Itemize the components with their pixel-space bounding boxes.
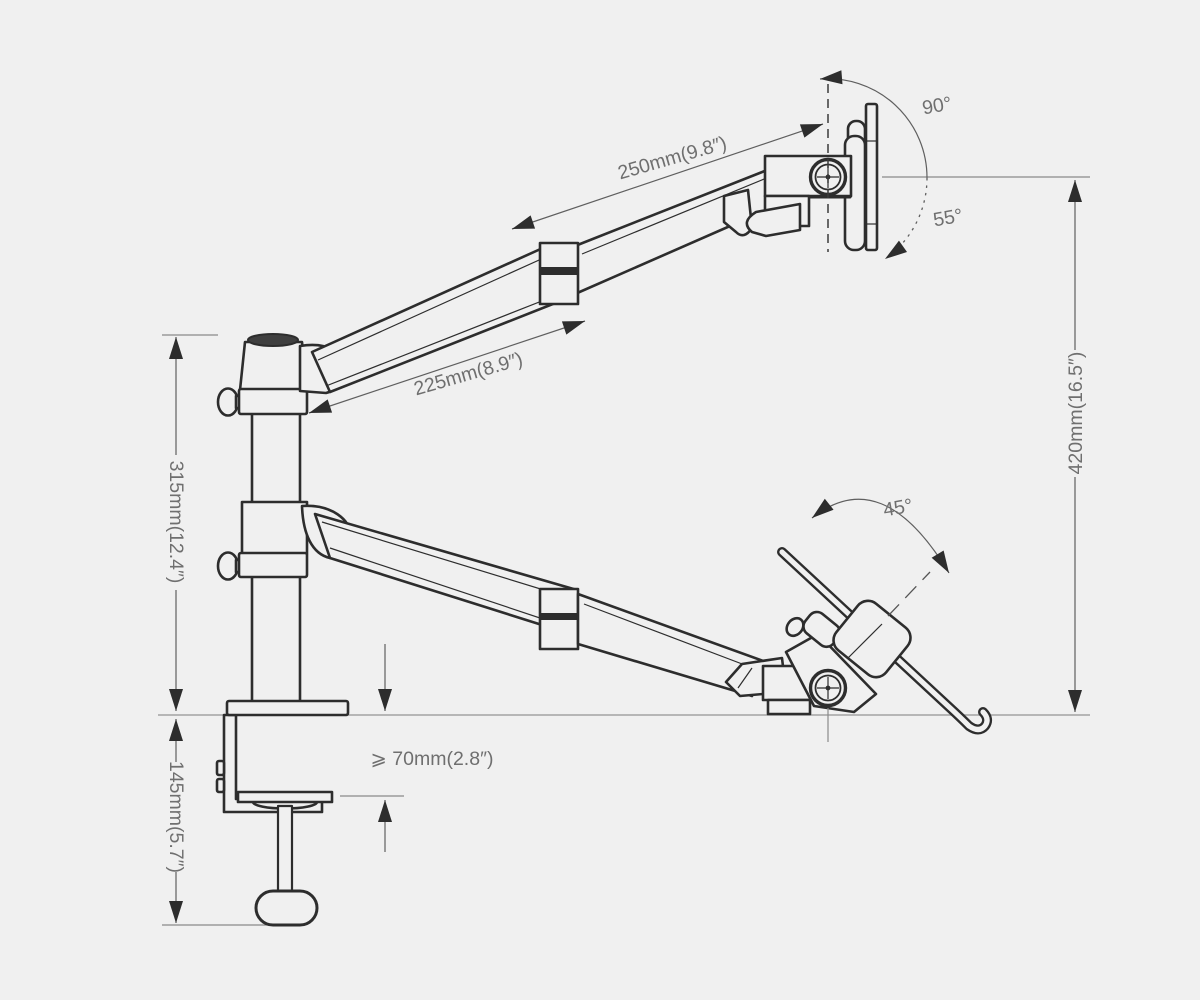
- tablet-pivot-bracket-foot: [766, 698, 812, 716]
- tilt-block: [832, 599, 912, 679]
- elbow-band: [540, 613, 578, 620]
- arc-45: [811, 498, 950, 574]
- clamp-screw-shaft: [276, 804, 294, 894]
- dim-label-315mm: 315mm(12.4″): [165, 461, 187, 584]
- pole-collar-lower: [237, 551, 309, 579]
- extension-lines: [162, 176, 1090, 926]
- pole-and-clamp: [215, 333, 350, 927]
- pole-cap: [247, 333, 299, 347]
- pole-top-block: [238, 340, 309, 392]
- dim-line-250: [511, 123, 824, 230]
- elbow-band: [540, 267, 578, 275]
- tablet-holder: [777, 547, 993, 742]
- lower-arm: [300, 504, 832, 716]
- angle-label-55: 55°: [932, 205, 965, 232]
- desk-base-plate: [225, 699, 350, 717]
- arc-55: [884, 177, 928, 260]
- vesa-plate: [864, 102, 879, 252]
- dim-label-420mm: 420mm(16.5″): [1065, 352, 1087, 475]
- arc-90: [819, 70, 928, 179]
- dim-label-desk-clearance: ⩾ 70mm(2.8″): [371, 748, 494, 770]
- clamp-hinge-tab: [215, 777, 226, 794]
- tilt-centerline: [887, 571, 931, 617]
- tilt-knob-small: [785, 616, 805, 638]
- dimension-lines: [169, 70, 1082, 923]
- dim-line-225: [308, 320, 586, 414]
- clamp-hinge-tab: [215, 759, 226, 777]
- clamp-knob: [254, 889, 319, 927]
- angle-label-90: 90°: [921, 93, 954, 120]
- clamp-pad-plate: [236, 790, 334, 804]
- dim-label-145mm: 145mm(5.7″): [165, 761, 187, 873]
- lower-arm-mount: [240, 500, 309, 556]
- angle-label-45: 45°: [882, 495, 915, 522]
- pole-collar-upper: [237, 387, 309, 416]
